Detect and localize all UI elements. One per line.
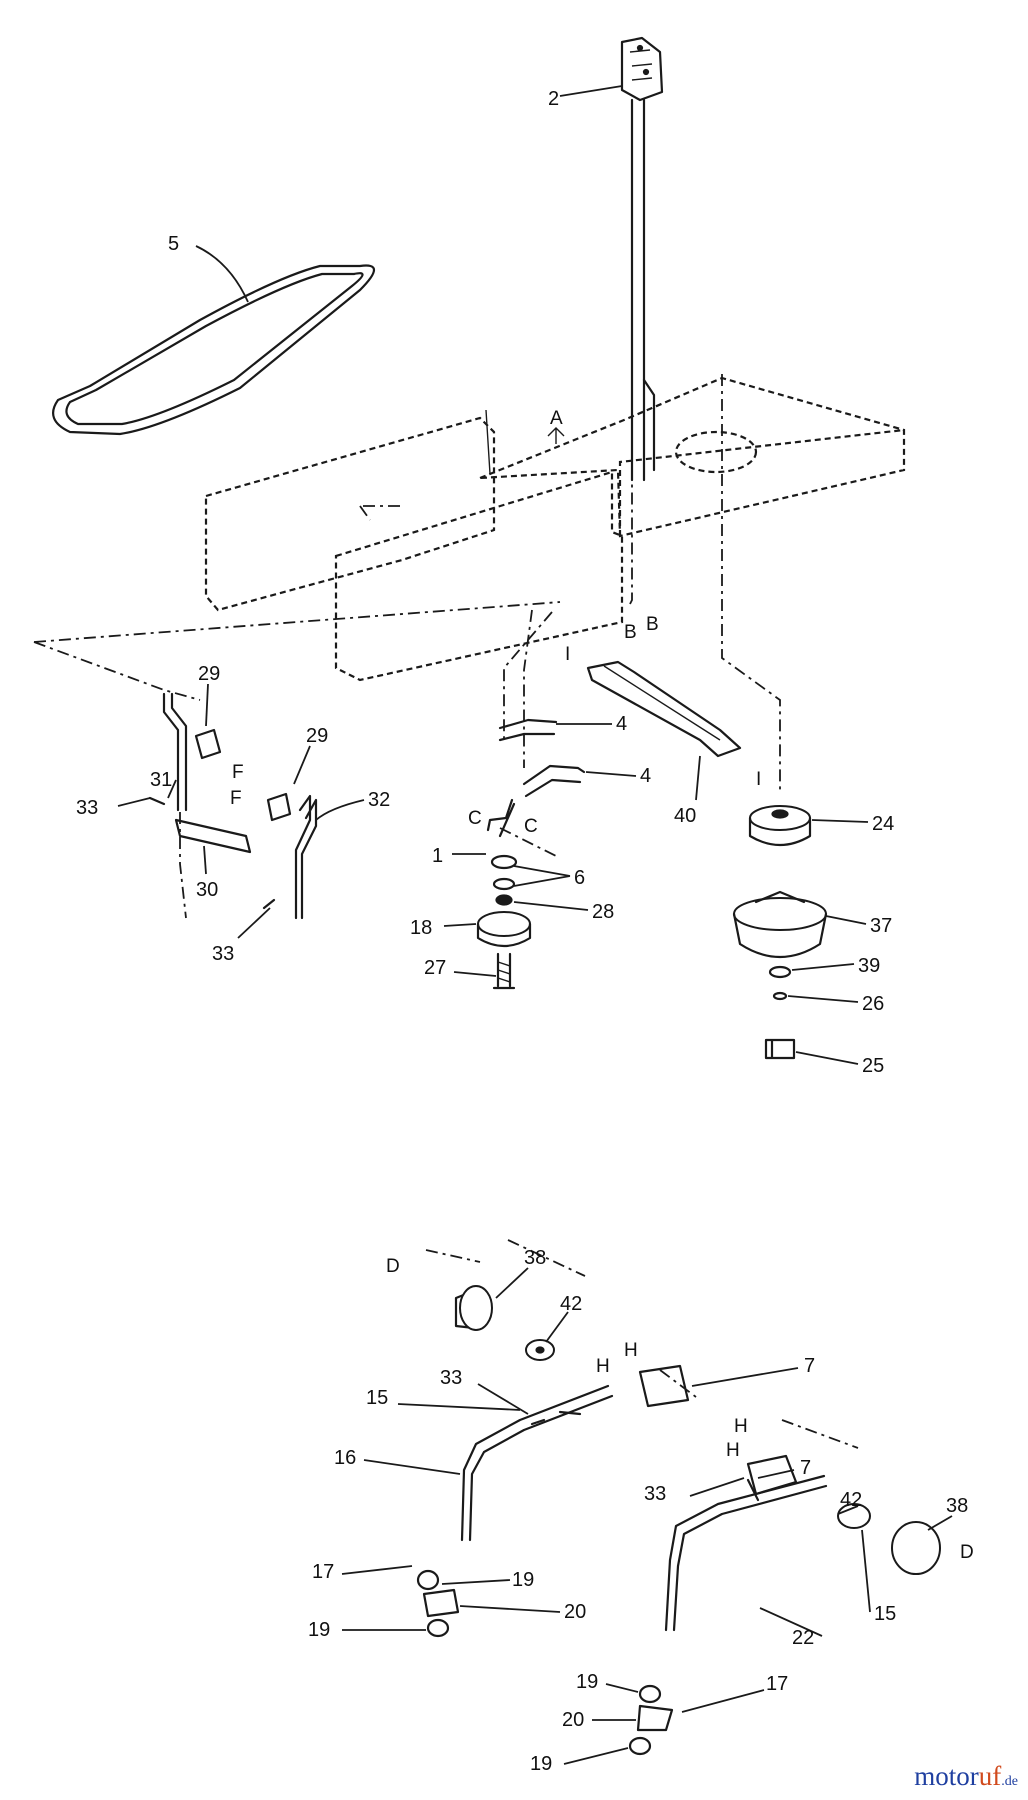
callout-37: 37 [870,915,892,937]
part-40-lever [586,660,742,758]
connector-f: F [232,762,244,783]
callout-16: 16 [334,1447,356,1469]
callout-38: 38 [946,1495,968,1517]
callout-numbers: 2 5 29 29 31 32 33 30 33 4 4 40 1 6 28 1… [76,88,968,1775]
connector-h: H [726,1440,740,1461]
callout-33: 33 [644,1483,666,1505]
frame-panels [204,376,906,682]
callout-29: 29 [306,725,328,747]
callout-33: 33 [212,943,234,965]
callout-17: 17 [312,1561,334,1583]
callout-leaders [117,85,953,1765]
callout-33: 33 [440,1367,462,1389]
callout-15: 15 [874,1603,896,1625]
callout-25: 25 [862,1055,884,1077]
watermark-part2: uf [979,1761,1002,1791]
callout-28: 28 [592,901,614,923]
callout-6: 6 [574,867,585,889]
callout-27: 27 [424,957,446,979]
watermark-part1: motor [914,1761,979,1791]
center-linkage-parts [486,718,586,838]
callout-18: 18 [410,917,432,939]
connector-f: F [230,788,242,809]
lower-assembly [416,1285,941,1756]
connector-b: B [646,614,659,635]
routing-lines [33,374,859,1449]
callout-26: 26 [862,993,884,1015]
callout-1: 1 [432,845,443,867]
part-5-belt [52,264,376,436]
connector-c: C [524,816,538,837]
connector-h: H [734,1416,748,1437]
connector-h: H [596,1356,610,1377]
callout-20: 20 [564,1601,586,1623]
callout-42: 42 [560,1293,582,1315]
callout-17: 17 [766,1673,788,1695]
callout-2: 2 [548,88,559,110]
watermark-suffix: .de [1001,1774,1018,1789]
pulley-stack [732,805,828,1060]
watermark-text: motoruf.de [914,1761,1018,1791]
connector-c: C [468,808,482,829]
connector-d: D [386,1256,400,1277]
callout-7: 7 [800,1457,811,1479]
callout-38: 38 [524,1247,546,1269]
callout-22: 22 [792,1627,814,1649]
callout-19: 19 [530,1753,552,1775]
callout-40: 40 [674,805,696,827]
callout-29: 29 [198,663,220,685]
connector-b: B [624,622,637,643]
part-drawings [33,36,941,1756]
idler-stack [476,854,532,990]
connector-d: D [960,1542,974,1563]
left-linkage-parts [148,692,318,920]
callout-32: 32 [368,789,390,811]
callout-39: 39 [858,955,880,977]
callout-4: 4 [616,713,627,735]
callout-7: 7 [804,1355,815,1377]
callout-33: 33 [76,797,98,819]
callout-5: 5 [168,233,179,255]
callout-19: 19 [308,1619,330,1641]
connector-i: I [756,769,761,790]
callout-24: 24 [872,813,894,835]
callout-42: 42 [840,1489,862,1511]
callout-20: 20 [562,1709,584,1731]
connector-i: I [565,644,570,665]
watermark: motoruf.de [914,1761,1018,1791]
callout-19: 19 [512,1569,534,1591]
connector-h: H [624,1340,638,1361]
connector-letters: A B B I I F F C C D H H H H D [230,408,974,1563]
callout-30: 30 [196,879,218,901]
callout-4: 4 [640,765,651,787]
callout-19: 19 [576,1671,598,1693]
connector-a: A [550,408,563,429]
callout-31: 31 [150,769,172,791]
part-2-bracket-rod [620,36,664,482]
callout-15: 15 [366,1387,388,1409]
